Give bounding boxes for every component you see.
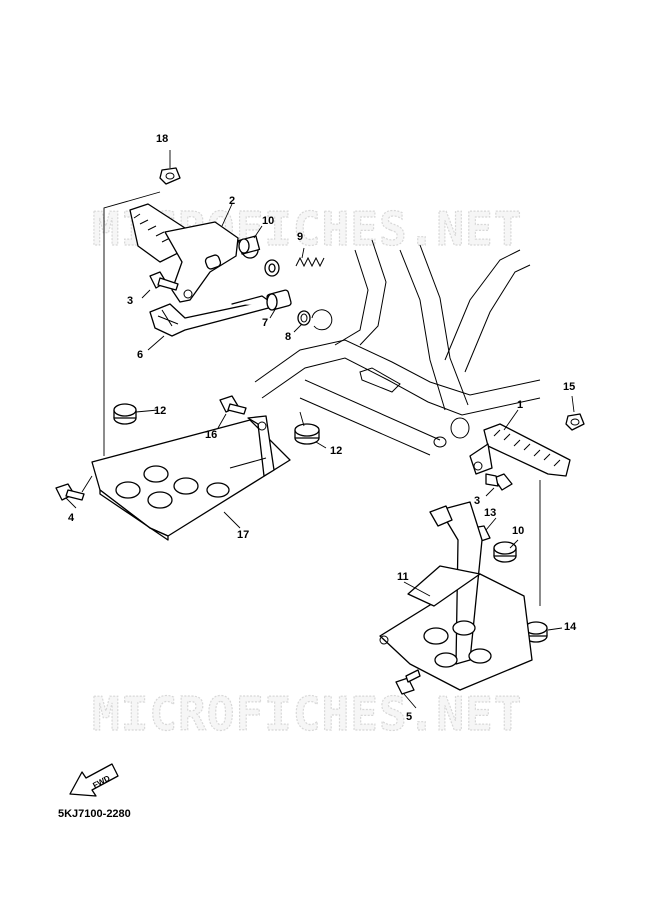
part-10-damper-upper [493,541,517,563]
part-7-spring [264,256,325,277]
callout-14: 5 [406,711,412,723]
part-16-bolt [219,395,247,415]
part-1-footrest-right [469,423,571,477]
part-18-nut [159,167,181,185]
part-2-footrest-left [129,203,239,303]
callout-13: 13 [484,507,496,519]
part-9-guard-right [379,501,533,691]
part-6-clip [297,309,333,331]
diagram-code: 5KJ7100-2280 [58,808,131,820]
callout-12-center: 12 [330,445,342,457]
callout-7: 9 [297,231,303,243]
callout-9: 11 [397,571,409,583]
frame-outline [254,239,541,456]
part-15-nut [565,413,585,431]
callout-1: 1 [517,399,523,411]
watermark-bottom: MICROFICHES.NET [92,687,522,741]
callout-8: 10 [262,215,274,227]
callout-4: 6 [137,349,143,361]
callout-3-left: 3 [127,295,133,307]
callout-15: 15 [563,381,575,393]
callout-11: 17 [237,529,249,541]
leader-lines [65,150,575,709]
callout-labels: 18 2 10 9 3 7 8 6 12 16 12 15 1 3 13 10 … [68,133,577,723]
part-12-damper-left [113,403,137,425]
callout-6: 8 [285,331,291,343]
part-5-collar [266,289,292,311]
part-17-bolt [55,483,85,501]
callout-18: 18 [156,133,168,145]
part-3-bolt-right [485,473,513,491]
part-10-damper-lower [524,621,548,643]
callout-12-left: 12 [154,405,166,417]
callout-16: 16 [205,429,217,441]
callout-10-lower: 14 [564,621,577,633]
callout-2: 2 [229,195,235,207]
fwd-arrow-icon: FWD [69,763,119,797]
part-11-guard-left [91,415,291,541]
part-12-damper-center [294,423,320,445]
callout-3-right: 3 [474,495,480,507]
callout-10-upper: 10 [512,525,524,537]
part-4-brake-pedal [149,295,277,337]
part-3-bolt-left [149,271,179,291]
part-14-bolt [395,669,421,695]
callout-17: 4 [68,512,75,524]
part-8-bushing [237,235,261,259]
callout-5: 7 [262,317,268,329]
